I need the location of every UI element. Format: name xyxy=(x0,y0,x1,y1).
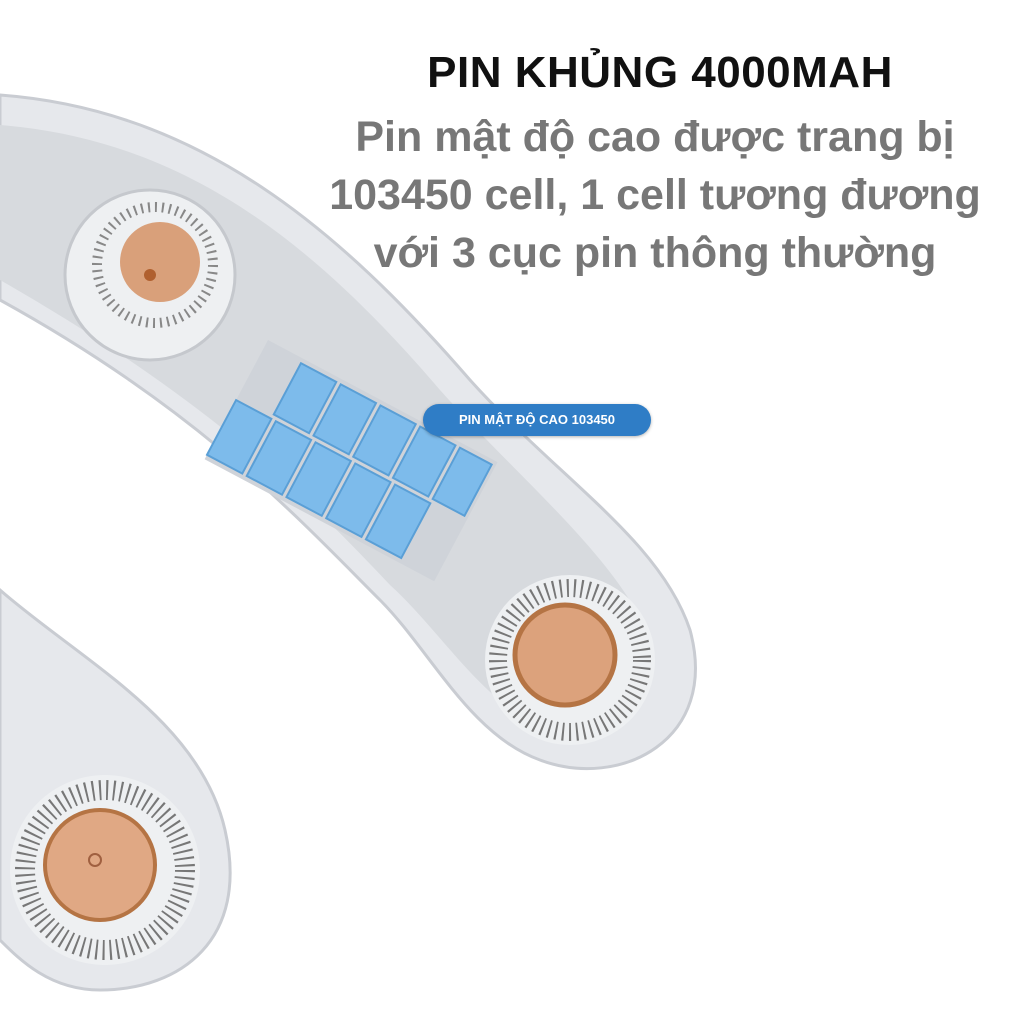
right-fan-icon xyxy=(485,575,655,745)
battery-cells-icon xyxy=(204,340,498,582)
headline: PIN KHỦNG 4000MAH xyxy=(427,48,893,97)
top-fan-icon xyxy=(63,188,237,362)
description: Pin mật độ cao được trang bị 103450 cell… xyxy=(329,113,981,277)
lower-fan-icon xyxy=(10,775,200,965)
battery-badge: PIN MẬT ĐỘ CAO 103450 xyxy=(423,404,651,436)
